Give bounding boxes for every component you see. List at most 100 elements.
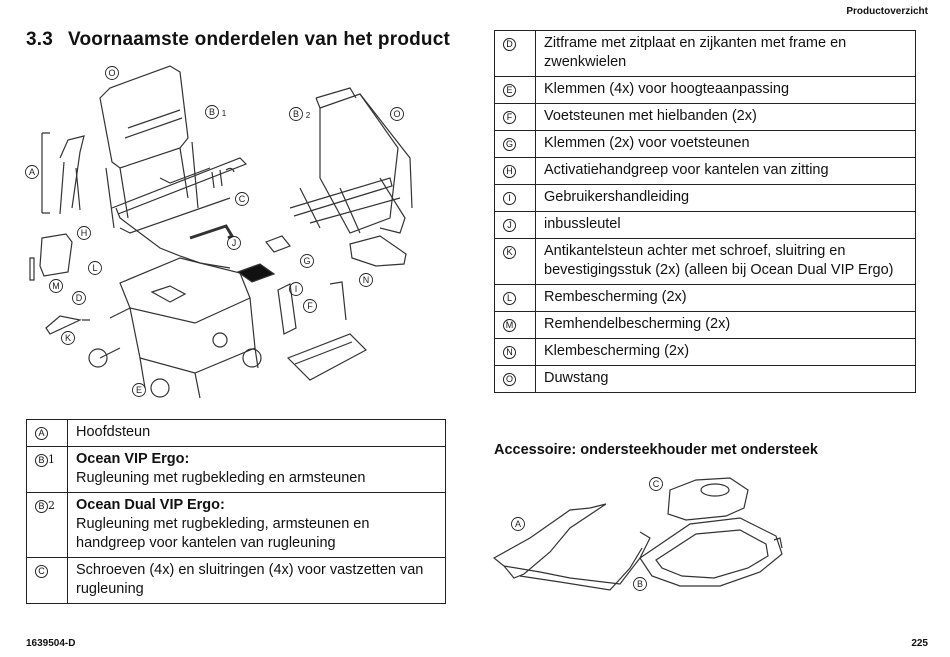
key-badge: K: [503, 246, 516, 259]
section-number: 3.3: [26, 29, 54, 50]
page-title: 3.3 Voornaamste onderdelen van het produc…: [26, 29, 450, 51]
label-b2-sub: 2: [306, 111, 311, 120]
row-description: Schroeven (4x) en sluitringen (4x) voor …: [67, 557, 446, 604]
footrest-drawing: [277, 281, 367, 381]
headrest-drawing: [41, 132, 85, 215]
key-badge: B: [35, 500, 48, 513]
product-parts-illustration: O B 1 B 2 O A C H J G L M I D N F K E: [25, 65, 413, 399]
key-badge: C: [35, 565, 48, 578]
row-description: inbussleutel: [535, 211, 916, 239]
brake-cover-drawing: [39, 233, 73, 277]
table-row: M Remhendelbescherming (2x): [494, 311, 916, 339]
row-description: Rembescherming (2x): [535, 284, 916, 312]
key-badge: E: [503, 84, 516, 97]
manual-drawing: [236, 263, 276, 283]
label-o-1: O: [108, 68, 115, 78]
acc-label-c: C: [653, 479, 660, 489]
clamps-drawing: [265, 235, 291, 253]
bedpan-drawing: [639, 517, 783, 587]
key-badge: A: [35, 427, 48, 440]
row-description: Antikantelsteun achter met schroef, slui…: [535, 238, 916, 285]
key-badge: L: [503, 292, 516, 305]
row-description: Hoofdsteun: [67, 419, 446, 447]
key-badge: M: [503, 319, 516, 332]
key-badge: B: [35, 454, 48, 467]
row-description: Voetsteunen met hielbanden (2x): [535, 103, 916, 131]
row-description: Zitframe met zitplaat en zijkanten met f…: [535, 30, 916, 77]
document-id: 1639504-D: [26, 638, 76, 649]
bedpan-lid-drawing: [667, 477, 749, 521]
backrest-b1-drawing: [99, 65, 248, 234]
row-description: Activatiehandgreep voor kantelen van zit…: [535, 157, 916, 185]
label-k: K: [65, 333, 71, 343]
table-row: D Zitframe met zitplaat en zijkanten met …: [494, 30, 916, 77]
key-badge: F: [503, 111, 516, 124]
row-description: Duwstang: [535, 365, 916, 393]
label-b1: B: [209, 107, 215, 117]
seat-frame-drawing: [88, 257, 262, 399]
label-n: N: [363, 275, 370, 285]
label-j: J: [232, 238, 237, 248]
table-row: H Activatiehandgreep voor kantelen van zi…: [494, 157, 916, 185]
label-i: I: [295, 284, 298, 294]
label-b2: B: [293, 109, 299, 119]
section-header: Productoverzicht: [846, 6, 928, 17]
acc-label-b: B: [637, 579, 643, 589]
accessory-heading: Accessoire: ondersteekhouder met onderst…: [494, 442, 818, 458]
table-row: K Antikantelsteun achter met schroef, slu…: [494, 238, 916, 285]
key-badge: G: [503, 138, 516, 151]
key-badge: O: [503, 373, 516, 386]
page-number: 225: [911, 638, 928, 649]
brake-lever-cover-drawing: [29, 257, 35, 281]
table-row: G Klemmen (2x) voor voetsteunen: [494, 130, 916, 158]
row-title: Ocean VIP Ergo:: [76, 451, 190, 467]
antitip-drawing: [45, 315, 90, 335]
table-row: A Hoofdsteun: [26, 419, 446, 447]
label-h: H: [81, 228, 88, 238]
row-description: Klemmen (4x) voor hoogteaanpassing: [535, 76, 916, 104]
screws-drawing: [211, 167, 235, 189]
acc-label-a: A: [515, 519, 521, 529]
activation-handle-drawing: [115, 207, 231, 269]
allen-key-drawing: [189, 224, 235, 240]
label-o-2: O: [393, 109, 400, 119]
key-badge: I: [503, 192, 516, 205]
section-title: Voornaamste onderdelen van het product: [68, 29, 451, 50]
row-description: Rugleuning met rugbekleding en armsteune…: [76, 470, 366, 486]
clamp-cover-drawing: [349, 235, 407, 267]
key-badge: H: [503, 165, 516, 178]
label-g: G: [303, 256, 310, 266]
table-row: C Schroeven (4x) en sluitringen (4x) voo…: [26, 557, 446, 604]
row-description: Rugleuning met rugbekleding, armsteunen …: [76, 516, 370, 551]
label-b1-sub: 1: [222, 109, 227, 118]
label-f: F: [307, 301, 313, 311]
table-row: F Voetsteunen met hielbanden (2x): [494, 103, 916, 131]
parts-table-right: D Zitframe met zitplaat en zijkanten met …: [494, 30, 916, 393]
row-description: Klembescherming (2x): [535, 338, 916, 366]
table-row: E Klemmen (4x) voor hoogteaanpassing: [494, 76, 916, 104]
table-row: O Duwstang: [494, 365, 916, 393]
label-e: E: [136, 385, 142, 395]
key-badge: D: [503, 38, 516, 51]
row-title: Ocean Dual VIP Ergo:: [76, 497, 225, 513]
label-a: A: [29, 167, 35, 177]
row-description: Remhendelbescherming (2x): [535, 311, 916, 339]
key-badge: J: [503, 219, 516, 232]
key-subscript: 1: [48, 453, 55, 466]
label-l: L: [92, 263, 97, 273]
label-c: C: [239, 194, 246, 204]
backrest-b2-drawing: [289, 87, 413, 234]
label-m: M: [52, 281, 60, 291]
table-row: L Rembescherming (2x): [494, 284, 916, 312]
row-description: Klemmen (2x) voor voetsteunen: [535, 130, 916, 158]
accessory-illustration: A C B: [492, 477, 783, 591]
label-d: D: [76, 293, 83, 303]
key-subscript: 2: [48, 499, 55, 512]
pan-holder-drawing: [492, 503, 651, 591]
